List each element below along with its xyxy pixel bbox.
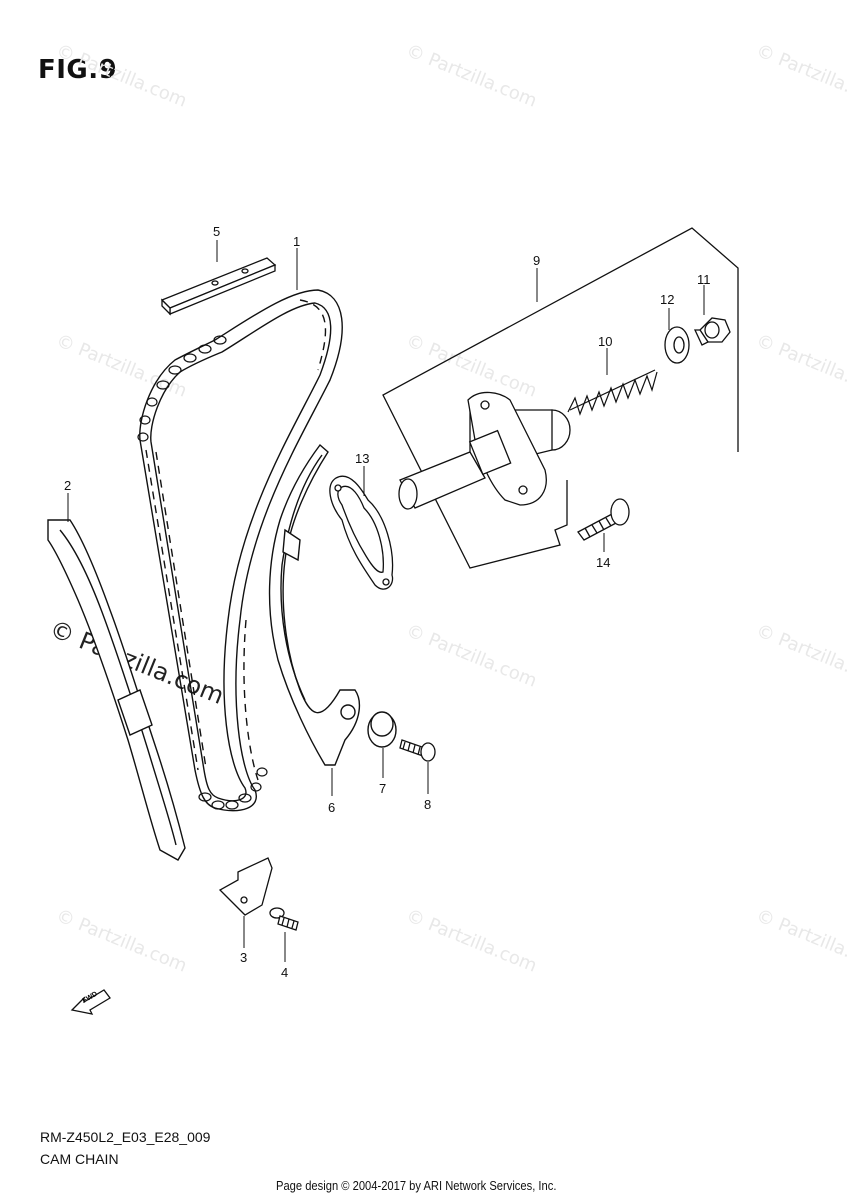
watermark-text: © Partzilla.com [403, 905, 540, 977]
tensioner-chain-guide [268, 443, 361, 766]
guide-bolt [399, 739, 436, 762]
watermark-text: © Partzilla.com [53, 905, 190, 977]
leader-lines [67, 240, 705, 962]
callout-12: 12 [660, 292, 674, 307]
watermark-text: © Partzilla.com [753, 905, 847, 977]
watermark-text: © Partzilla.com [403, 330, 540, 402]
callout-5: 5 [213, 224, 220, 239]
callout-7: 7 [379, 781, 386, 796]
callout-labels: 5 1 2 13 9 10 12 11 14 6 7 8 3 4 [64, 224, 711, 980]
cam-chain-tensioner [398, 391, 571, 510]
tensioner-gasket [329, 475, 394, 590]
figure-caption: CAM CHAIN [40, 1151, 119, 1167]
callout-1: 1 [293, 234, 300, 249]
callout-14: 14 [596, 555, 610, 570]
tensioner-cap-bolt [693, 317, 731, 346]
callout-9: 9 [533, 253, 540, 268]
watermark-text: © Partzilla.com [753, 40, 847, 112]
model-code: RM-Z450L2_E03_E28_009 [40, 1129, 211, 1145]
callout-10: 10 [598, 334, 612, 349]
figure-title: FIG.9 [38, 55, 118, 85]
callout-13: 13 [355, 451, 369, 466]
callout-6: 6 [328, 800, 335, 815]
copyright-notice: Page design © 2004-2017 by ARI Network S… [276, 1178, 557, 1193]
tensioner-spring [567, 369, 658, 416]
watermark-text: © Partzilla.com [53, 40, 190, 112]
watermark-text: © Partzilla.com [403, 620, 540, 692]
callout-3: 3 [240, 950, 247, 965]
cam-chain [137, 289, 343, 812]
tensioner-assembly-outline [382, 227, 739, 569]
guide-bracket [218, 857, 273, 916]
collar [367, 711, 397, 748]
forward-arrow-icon: FWD [70, 989, 111, 1015]
callout-8: 8 [424, 797, 431, 812]
callout-2: 2 [64, 478, 71, 493]
callout-4: 4 [281, 965, 288, 980]
callout-11: 11 [697, 272, 711, 287]
chain-guide-plate [160, 257, 277, 316]
tensioner-bolt [577, 498, 630, 541]
bracket-bolt [269, 907, 299, 931]
watermark-text: © Partzilla.com [403, 40, 540, 112]
watermark-text: © Partzilla.com [753, 330, 847, 402]
watermark-text: © Partzilla.com [753, 620, 847, 692]
rear-chain-guide [47, 519, 186, 861]
sealing-washer [664, 326, 690, 364]
